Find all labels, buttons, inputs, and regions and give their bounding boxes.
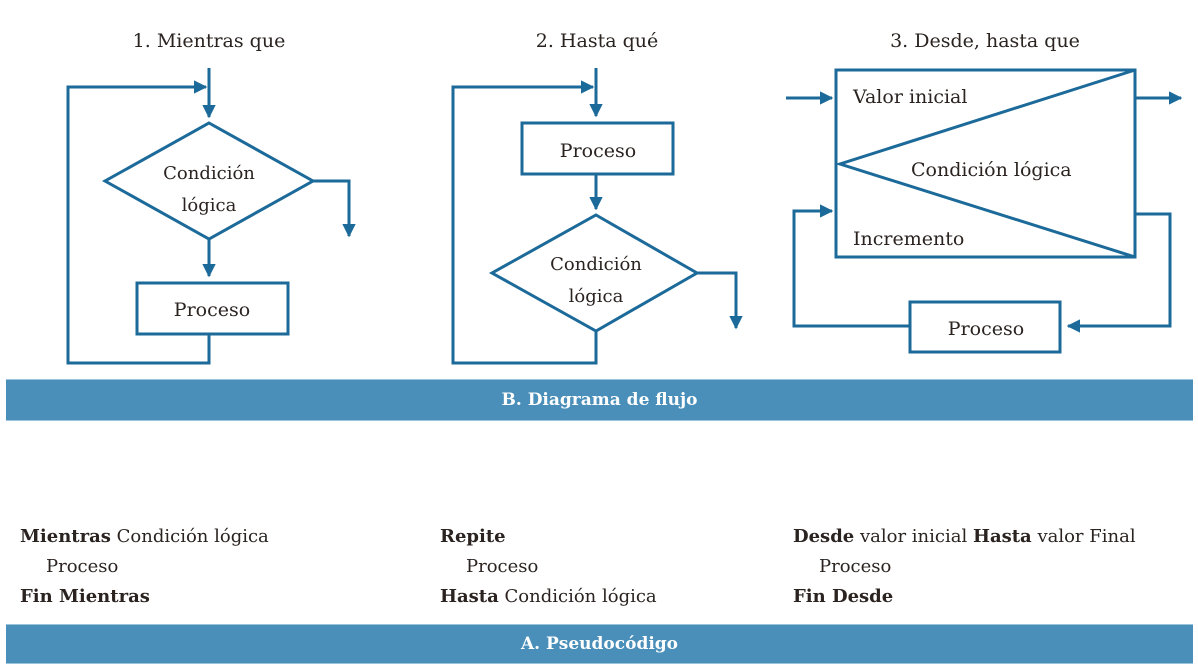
flowchart-section-banner: B. Diagrama de flujo: [6, 379, 1193, 421]
keyword: Desde: [793, 526, 855, 547]
diagram-until-title: 2. Hasta qué: [536, 30, 658, 52]
keyword: Fin Desde: [793, 586, 894, 607]
until-condition-label-1: Condición: [550, 254, 642, 275]
for-condition-wedge: [835, 68, 1136, 259]
keyword: Mientras: [20, 526, 111, 547]
diagram-for-title: 3. Desde, hasta que: [890, 30, 1080, 52]
for-process-label: Proceso: [948, 318, 1024, 340]
pseudocode-while: Mientras Condición lógica Proceso Fin Mi…: [20, 522, 269, 612]
until-condition-label-2: lógica: [569, 286, 624, 307]
pseudocode-text: valor inicial: [854, 526, 973, 547]
pseudocode-for-line3: Fin Desde: [793, 582, 1136, 612]
pseudocode-while-line3: Fin Mientras: [20, 582, 269, 612]
pseudocode-text: valor Final: [1031, 526, 1136, 547]
for-initial-value-label: Valor inicial: [852, 86, 967, 108]
while-loop-back-arrow: [66, 80, 211, 365]
for-to-process-arrow: [1066, 212, 1172, 333]
for-loop-box: [834, 68, 1137, 259]
until-condition-diamond: [488, 213, 701, 333]
until-exit-arrow: [697, 271, 743, 330]
diagram-until: 2. Hasta qué Proceso Condición lógica: [451, 30, 743, 365]
while-exit-arrow: [313, 179, 356, 238]
for-loop-back-arrow: [792, 204, 910, 328]
flowchart-canvas: 1. Mientras que Condición lógica Proceso…: [66, 30, 1183, 365]
pseudocode-while-line1: Mientras Condición lógica: [20, 522, 269, 552]
diagram-while: 1. Mientras que Condición lógica Proceso: [66, 30, 356, 365]
diagram-for: 3. Desde, hasta que Valor inicial Condic…: [786, 30, 1183, 354]
pseudocode-while-line2: Proceso: [46, 556, 119, 577]
pseudocode-for-line2: Proceso: [819, 556, 892, 577]
pseudocode-repeat-line2: Proceso: [466, 556, 539, 577]
until-loop-back-arrow: [451, 80, 598, 365]
pseudocode-section-banner: A. Pseudocódigo: [6, 624, 1193, 664]
pseudocode-repeat-line1: Repite: [440, 522, 657, 552]
for-condition-label: Condición lógica: [911, 159, 1072, 181]
diagram-while-title: 1. Mientras que: [133, 30, 286, 52]
pseudocode-for: Desde valor inicial Hasta valor Final Pr…: [793, 522, 1136, 612]
pseudocode-repeat: Repite Proceso Hasta Condición lógica: [440, 522, 657, 612]
keyword: Hasta: [440, 586, 499, 607]
while-process-box: [135, 281, 290, 336]
pseudocode-text: Condición lógica: [110, 526, 269, 547]
pseudocode-text: Condición lógica: [498, 586, 657, 607]
keyword: Repite: [440, 526, 506, 547]
while-process-label: Proceso: [174, 299, 250, 321]
while-condition-label-1: Condición: [163, 163, 255, 184]
keyword: Fin Mientras: [20, 586, 150, 607]
for-increment-label: Incremento: [853, 228, 964, 250]
until-process-label: Proceso: [560, 140, 636, 162]
pseudocode-for-line1: Desde valor inicial Hasta valor Final: [793, 522, 1136, 552]
pseudocode-repeat-line3: Hasta Condición lógica: [440, 582, 657, 612]
keyword: Hasta: [972, 526, 1032, 547]
while-condition-label-2: lógica: [182, 195, 237, 216]
